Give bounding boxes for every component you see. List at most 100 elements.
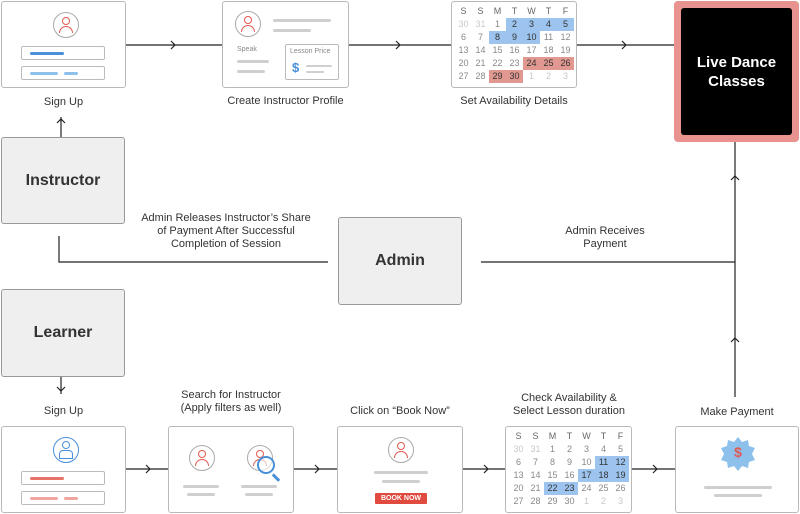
- calendar-date-cell[interactable]: 14: [475, 45, 486, 55]
- calendar-date-cell[interactable]: 30: [458, 19, 469, 29]
- signup-field: [21, 491, 105, 505]
- calendar-date-cell[interactable]: 18: [595, 469, 612, 482]
- calendar-date-cell[interactable]: 30: [513, 444, 524, 454]
- calendar-date-cell[interactable]: 21: [530, 483, 541, 493]
- calendar-date-cell[interactable]: 22: [492, 58, 503, 68]
- calendar-date-cell[interactable]: 13: [513, 470, 524, 480]
- calendar-date-cell[interactable]: 27: [458, 71, 469, 81]
- dollar-icon: $: [734, 444, 742, 460]
- calendar-date-cell[interactable]: 3: [617, 496, 623, 506]
- user-avatar-icon: [53, 12, 79, 38]
- calendar-date-cell[interactable]: 28: [530, 496, 541, 506]
- calendar-day-header: S: [532, 431, 539, 441]
- calendar-date-cell[interactable]: 9: [506, 31, 523, 44]
- book-now-card: BOOK NOW: [337, 426, 463, 513]
- calendar-date-cell[interactable]: 18: [543, 45, 554, 55]
- book-now-button[interactable]: BOOK NOW: [375, 493, 427, 504]
- calendar-date-cell[interactable]: 7: [477, 32, 483, 42]
- calendar-date-cell[interactable]: 12: [560, 32, 571, 42]
- calendar-date-cell[interactable]: 1: [494, 19, 500, 29]
- calendar-day-header: T: [511, 6, 518, 16]
- profile-speak-label: Speak: [237, 46, 257, 53]
- calendar-date-cell[interactable]: 26: [557, 57, 574, 70]
- calendar-date-cell[interactable]: 20: [513, 483, 524, 493]
- calendar-date-cell[interactable]: 9: [566, 457, 572, 467]
- calendar-day-header: S: [515, 431, 522, 441]
- calendar-date-cell[interactable]: 5: [557, 18, 574, 31]
- calendar-date-cell[interactable]: 12: [612, 456, 629, 469]
- calendar-date-cell[interactable]: 27: [513, 496, 524, 506]
- calendar-date-cell[interactable]: 30: [564, 496, 575, 506]
- calendar-day-header: M: [548, 431, 557, 441]
- calendar-date-cell[interactable]: 29: [547, 496, 558, 506]
- calendar-date-cell[interactable]: 24: [523, 57, 540, 70]
- calendar-date-cell[interactable]: 1: [549, 444, 555, 454]
- calendar-date-cell[interactable]: 11: [543, 32, 554, 42]
- calendar-date-cell[interactable]: 16: [564, 470, 575, 480]
- calendar-date-cell[interactable]: 2: [545, 71, 551, 81]
- search-instructor-card: [168, 426, 294, 513]
- calendar-date-cell[interactable]: 6: [515, 457, 521, 467]
- calendar-date-cell[interactable]: 22: [544, 482, 561, 495]
- calendar-date-cell[interactable]: 2: [506, 18, 523, 31]
- calendar-date-cell[interactable]: 31: [530, 444, 541, 454]
- calendar-date-cell[interactable]: 17: [526, 45, 537, 55]
- calendar-date-cell[interactable]: 25: [598, 483, 609, 493]
- connector-admin-to-instructor: [58, 236, 328, 263]
- calendar-date-cell[interactable]: 19: [560, 45, 571, 55]
- calendar-date-cell[interactable]: 30: [506, 70, 523, 83]
- calendar-date-cell[interactable]: 10: [581, 457, 592, 467]
- user-avatar-icon: [388, 437, 414, 463]
- calendar-date-cell[interactable]: 19: [612, 469, 629, 482]
- user-avatar-icon: [235, 11, 261, 37]
- calendar-date-cell[interactable]: 16: [509, 45, 520, 55]
- calendar-date-cell[interactable]: 21: [475, 58, 486, 68]
- calendar-date-cell[interactable]: 1: [528, 71, 534, 81]
- calendar-date-cell[interactable]: 15: [547, 470, 558, 480]
- create-profile-card: Speak Lesson Price $: [222, 1, 349, 88]
- calendar-date-cell[interactable]: 26: [615, 483, 626, 493]
- calendar-date-cell[interactable]: 15: [492, 45, 503, 55]
- calendar-date-cell[interactable]: 8: [489, 31, 506, 44]
- dollar-icon: $: [292, 60, 300, 75]
- calendar-date-cell[interactable]: 2: [600, 496, 606, 506]
- live-classes-line1: Live Dance: [696, 53, 777, 71]
- calendar-date-cell[interactable]: 24: [581, 483, 592, 493]
- calendar-date-cell[interactable]: 1: [583, 496, 589, 506]
- calendar-date-cell[interactable]: 13: [458, 45, 469, 55]
- calendar-date-cell[interactable]: 3: [583, 444, 589, 454]
- calendar-day-header: T: [566, 431, 573, 441]
- calendar-date-cell[interactable]: 23: [509, 58, 520, 68]
- calendar-date-cell[interactable]: 2: [566, 444, 572, 454]
- calendar-date-cell[interactable]: 4: [540, 18, 557, 31]
- calendar-date-cell[interactable]: 23: [561, 482, 578, 495]
- calendar-day-header: F: [562, 6, 569, 16]
- book-now-label: Click on “Book Now”: [350, 405, 450, 417]
- calendar-date-cell[interactable]: 14: [530, 470, 541, 480]
- lesson-price-box: Lesson Price $: [285, 44, 339, 80]
- calendar-day-header: S: [460, 6, 467, 16]
- calendar-date-cell[interactable]: 29: [489, 70, 506, 83]
- check-availability-label: Check Availability & Select Lesson durat…: [513, 392, 625, 417]
- payment-badge-icon: [721, 437, 755, 471]
- live-classes-line2: Classes: [708, 72, 765, 90]
- calendar-date-cell[interactable]: 31: [475, 19, 486, 29]
- search-instructor-label: Search for Instructor (Apply filters as …: [180, 389, 282, 414]
- calendar-date-cell[interactable]: 5: [617, 444, 623, 454]
- calendar-date-cell[interactable]: 17: [578, 469, 595, 482]
- calendar-date-cell[interactable]: 4: [600, 444, 606, 454]
- calendar-date-cell[interactable]: 11: [595, 456, 612, 469]
- calendar-date-cell[interactable]: 20: [458, 58, 469, 68]
- calendar-day-header: S: [477, 6, 484, 16]
- calendar-date-cell[interactable]: 6: [460, 32, 466, 42]
- calendar-date-cell[interactable]: 8: [549, 457, 555, 467]
- calendar-date-cell[interactable]: 28: [475, 71, 486, 81]
- calendar-date-cell[interactable]: 7: [532, 457, 538, 467]
- make-payment-label: Make Payment: [700, 406, 774, 418]
- calendar-date-cell[interactable]: 3: [523, 18, 540, 31]
- calendar-date-cell[interactable]: 3: [562, 71, 568, 81]
- calendar-date-cell[interactable]: 25: [540, 57, 557, 70]
- calendar-date-cell[interactable]: 10: [523, 31, 540, 44]
